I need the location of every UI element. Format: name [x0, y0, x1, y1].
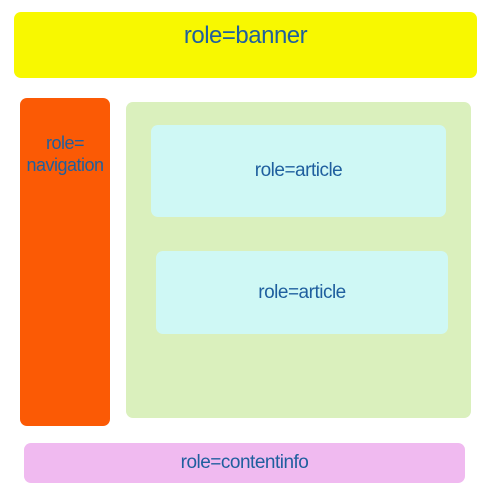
article-region-1: role=article [151, 125, 446, 217]
navigation-region: role= navigation [20, 98, 110, 426]
banner-label: role=banner [183, 22, 308, 49]
banner-region: role=banner [14, 12, 477, 78]
article-label-2: role=article [258, 281, 346, 303]
article-label-1: role=article [254, 160, 343, 181]
contentinfo-label: role=contentinfo [180, 452, 309, 473]
navigation-label-line-1: role= [45, 133, 85, 153]
contentinfo-region: role=contentinfo [24, 443, 465, 483]
navigation-label-line-2: navigation [26, 154, 104, 175]
article-region-2: role=article [156, 251, 448, 334]
